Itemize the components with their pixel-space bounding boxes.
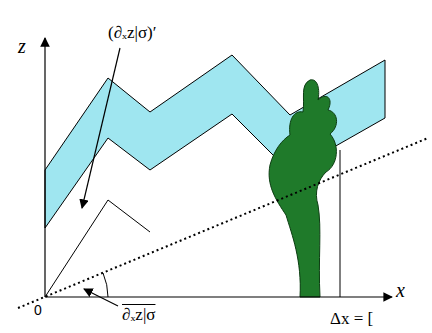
leader-arrow: [82, 48, 120, 208]
leader-arrow: [84, 289, 118, 306]
slope-line: [45, 200, 150, 297]
axis-label: z: [18, 36, 26, 56]
z-axis: [44, 38, 45, 297]
origin-label: 0: [34, 303, 42, 317]
dimension-label: Δx = [: [330, 310, 373, 327]
delta-x-line: [340, 150, 341, 297]
plant-shape: [269, 80, 336, 297]
angle-arc: [103, 273, 108, 297]
formula-label: (∂ₓz|σ)′: [108, 24, 157, 41]
x-axis: [45, 296, 392, 297]
formula-label: ∂ₓz|σ: [122, 306, 155, 323]
axis-label: x: [396, 280, 405, 300]
mean-slope-dotted: [18, 138, 428, 308]
